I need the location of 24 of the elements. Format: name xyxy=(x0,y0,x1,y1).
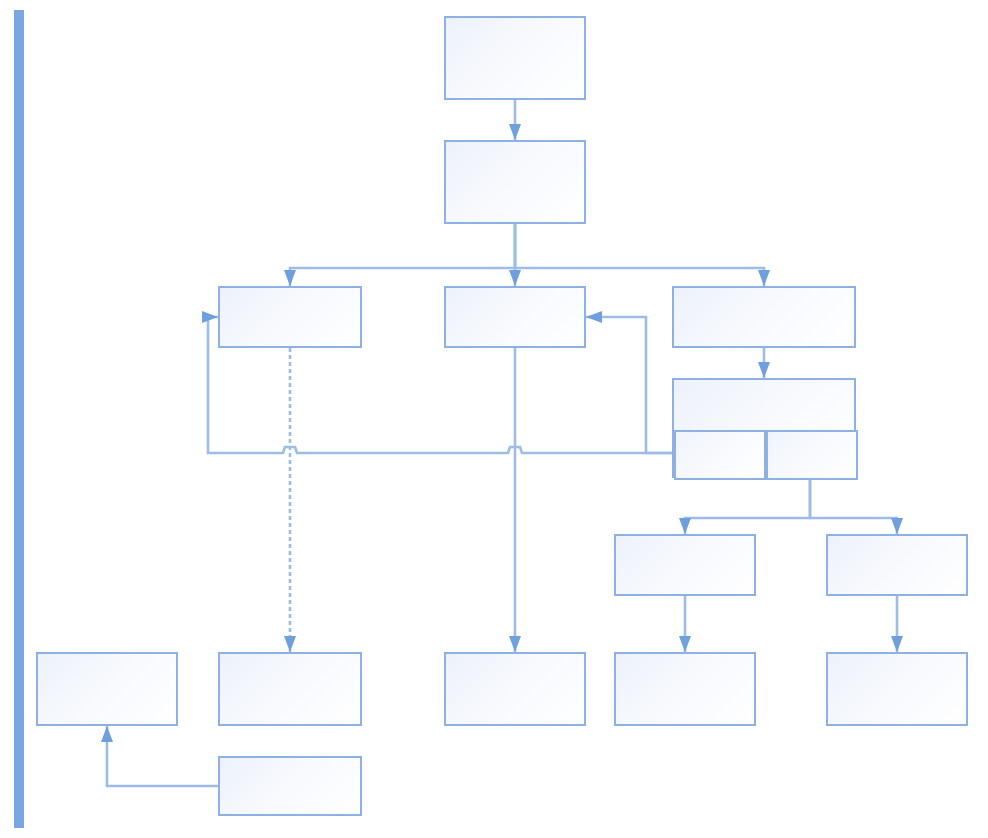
empty-box xyxy=(218,756,362,816)
arrow xyxy=(758,348,770,378)
arrow xyxy=(586,311,672,455)
arrow xyxy=(679,596,691,652)
empty-box xyxy=(444,140,586,224)
arrow xyxy=(101,726,218,788)
arrow xyxy=(891,596,903,652)
empty-box xyxy=(672,286,856,348)
empty-box xyxy=(672,378,856,478)
arrow xyxy=(509,348,521,652)
arrow xyxy=(513,224,770,286)
empty-box xyxy=(36,652,178,726)
empty-box xyxy=(614,652,756,726)
empty-box xyxy=(218,286,362,348)
arrow xyxy=(808,478,903,534)
empty-box xyxy=(218,652,362,726)
empty-box xyxy=(444,16,586,100)
empty-box xyxy=(614,534,756,596)
empty-box xyxy=(444,286,586,348)
empty-box xyxy=(826,534,968,596)
empty-box xyxy=(444,652,586,726)
empty-box xyxy=(826,652,968,726)
arrow xyxy=(284,348,296,652)
arrow xyxy=(509,100,521,140)
